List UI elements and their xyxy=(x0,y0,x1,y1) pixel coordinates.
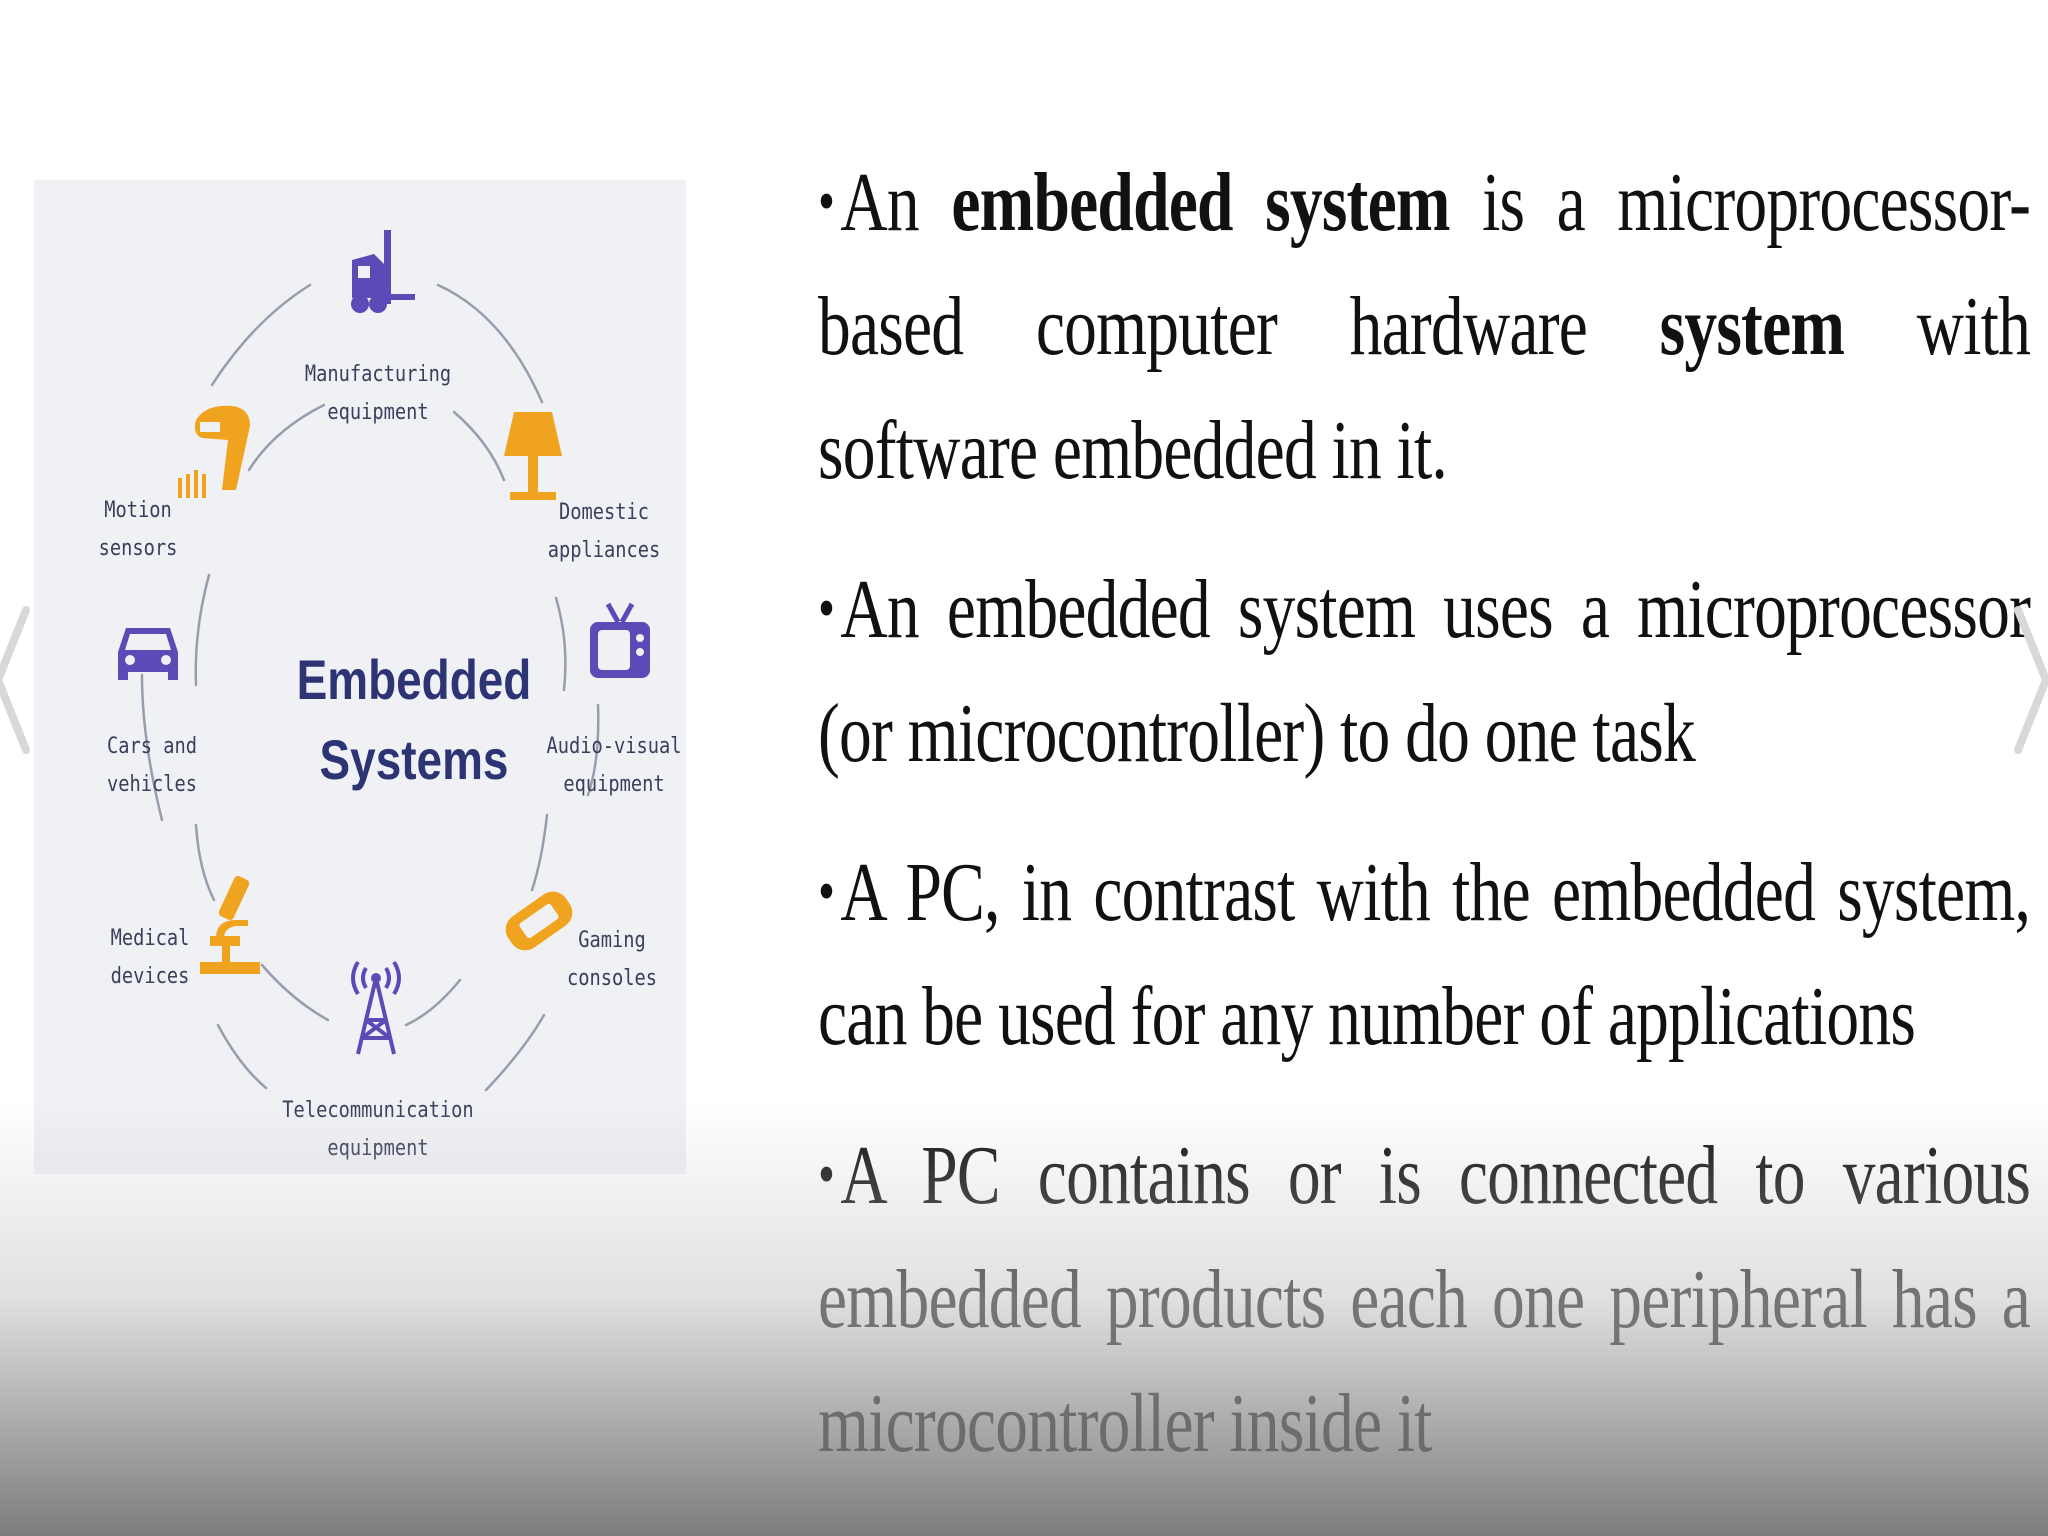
ring-arc xyxy=(530,813,549,892)
ring-arc xyxy=(404,978,462,1027)
previous-slide-arrow-icon[interactable] xyxy=(0,600,36,760)
car-icon xyxy=(118,628,178,680)
ring-arc xyxy=(140,673,164,822)
bullet-dot: • xyxy=(818,1141,835,1209)
bullet-dot: • xyxy=(818,168,835,236)
bullet-dot: • xyxy=(818,858,835,926)
bullet-3: •A PC, in contrast with the embedded sys… xyxy=(818,846,2031,1063)
ring-arc xyxy=(436,283,544,404)
bullet-list: •An embedded system is a microprocessor-… xyxy=(818,140,2031,1520)
diagram-center-title: Embedded Systems xyxy=(296,648,532,791)
bullet-4: •A PC contains or is connected to variou… xyxy=(818,1129,2031,1470)
bullet-dot: • xyxy=(818,575,835,643)
ring-arc xyxy=(260,963,330,1022)
forklift-icon xyxy=(351,230,415,313)
ring-arc xyxy=(484,1013,546,1092)
tv-icon xyxy=(590,602,650,678)
ring-arc xyxy=(554,596,567,692)
bullet-2: •An embedded system uses a microprocesso… xyxy=(818,563,2031,780)
ring-arc xyxy=(216,1023,268,1090)
next-slide-arrow-icon[interactable] xyxy=(2008,600,2048,760)
bullet-1: •An embedded system is a microprocessor-… xyxy=(818,156,2031,497)
ring-arc xyxy=(452,410,506,482)
lamp-icon xyxy=(504,412,562,500)
microscope-icon xyxy=(200,876,260,974)
ring-arc xyxy=(194,573,211,687)
antenna-icon xyxy=(351,960,401,1055)
ring-arc xyxy=(210,283,312,387)
diagram-ring-arcs xyxy=(140,283,600,1092)
gamepad-icon xyxy=(505,891,573,951)
scanner-icon xyxy=(178,405,250,498)
ring-arc xyxy=(586,703,600,797)
ring-arc xyxy=(194,823,216,902)
ring-arc xyxy=(247,403,326,472)
